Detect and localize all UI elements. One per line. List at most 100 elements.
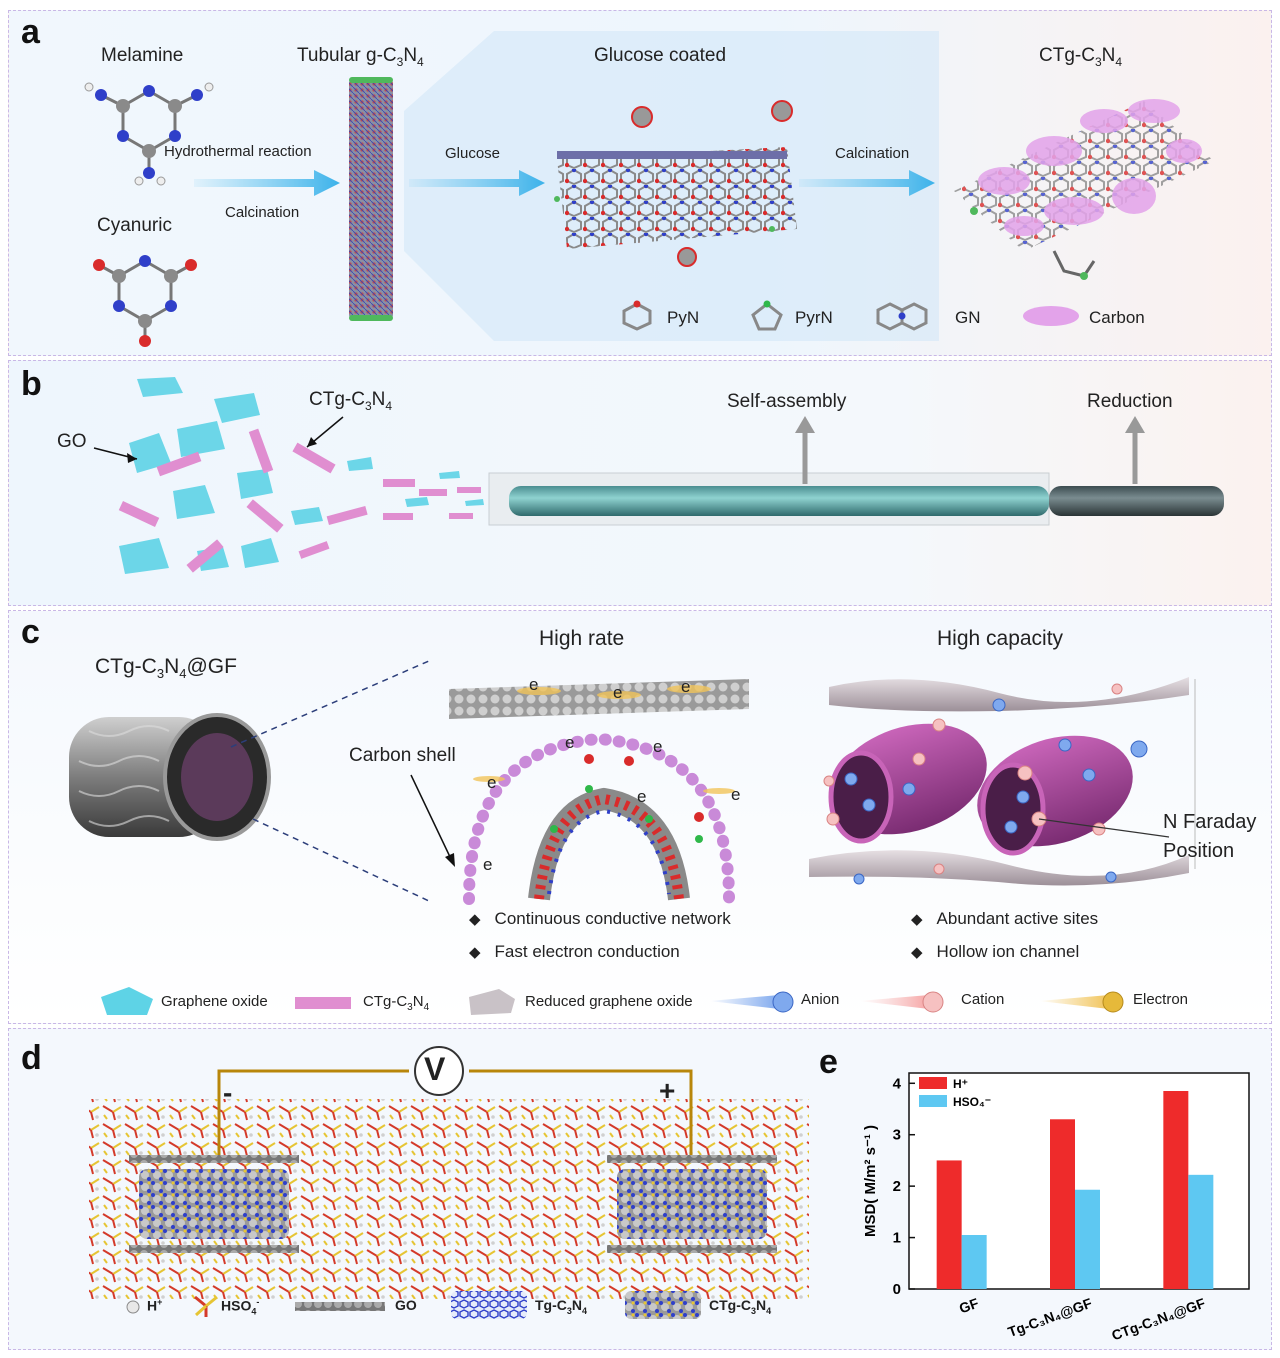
glucose-label: Glucose: [445, 145, 501, 162]
melamine-label: Melamine: [101, 45, 184, 66]
carbon-shell-arrow: [410, 774, 455, 867]
legend-h-swatch: [919, 1077, 947, 1089]
x-tick-label: Tg-C₃N₄@GF: [1006, 1295, 1095, 1340]
y-tick-label: 4: [893, 1075, 902, 1092]
legend-pyrn: PyrN: [795, 308, 833, 327]
voltmeter-label: V: [424, 1051, 446, 1087]
carbon-shell-label: Carbon shell: [349, 745, 456, 766]
y-tick-label: 0: [893, 1281, 901, 1298]
bullet-continuous-network: Continuous conductive network: [469, 909, 731, 929]
panel-d-label: d: [21, 1039, 42, 1077]
electron-label-2: e: [613, 683, 623, 702]
electron-label-1: e: [529, 675, 539, 694]
bar-hso4-0: [961, 1235, 987, 1289]
legend-ctg-c3n4: CTg-C3N4: [363, 993, 430, 1013]
pyn-icon: [622, 300, 652, 331]
x-tick-label: GF: [957, 1295, 981, 1317]
panel-a: a Melamine Cyanuric Hydrothermal reactio…: [8, 10, 1272, 356]
ctg-c3n4-icon: [625, 1291, 701, 1319]
plus-terminal: +: [659, 1075, 676, 1106]
arrow-3: [799, 170, 935, 196]
cyanuric-molecule-icon: [93, 255, 197, 347]
panel-d-e: d e: [8, 1028, 1272, 1350]
carbon-icon: [1023, 306, 1079, 326]
electron-label-7: e: [637, 787, 647, 806]
legend-go: GO: [395, 1297, 417, 1313]
h-ion-icon: [126, 1300, 140, 1314]
legend-pyn: PyN: [667, 308, 700, 327]
position-label: Position: [1163, 840, 1235, 862]
legend-h-text: H⁺: [953, 1077, 968, 1091]
panel-c-label: c: [21, 613, 40, 651]
high-capacity-illustration: [809, 677, 1196, 886]
electron-label-8: e: [731, 785, 741, 804]
melamine-molecule-icon: [84, 82, 214, 186]
legend-h-ion: H+: [147, 1297, 163, 1314]
md-simulation-box: [89, 1046, 809, 1299]
bullet-hollow-channel: Hollow ion channel: [911, 942, 1080, 962]
legend-gn: GN: [955, 308, 981, 327]
cyanuric-label: Cyanuric: [97, 215, 172, 236]
tubular-title: Tubular g-C3N4: [297, 45, 424, 69]
ctg-c3n4-label-b: CTg-C3N4: [309, 389, 393, 413]
tg-c3n4-icon: [451, 1291, 527, 1319]
self-assembly-scene: [93, 377, 1224, 574]
ctg-c3n4-title: CTg-C3N4: [1039, 45, 1123, 69]
self-assembly-label: Self-assembly: [727, 391, 847, 412]
bar-hso4-2: [1188, 1174, 1214, 1289]
hso4-icon: [194, 1295, 218, 1317]
electron-icon: [1039, 991, 1124, 1013]
glucose-coated-sheet-icon: [554, 100, 797, 267]
legend-electron: Electron: [1133, 991, 1189, 1008]
calcination-label-1: Calcination: [225, 204, 300, 221]
panel-e-label: e: [819, 1043, 838, 1081]
arrow-2: [409, 170, 545, 196]
legend-cation: Cation: [961, 991, 1005, 1008]
reduction-label: Reduction: [1087, 391, 1173, 412]
x-tick-label: CTg-C₃N₄@GF: [1109, 1295, 1207, 1344]
panel-a-label: a: [21, 13, 40, 51]
calcination-label-2: Calcination: [835, 145, 910, 162]
electron-label-4: e: [565, 733, 575, 752]
legend-graphene-oxide: Graphene oxide: [161, 993, 268, 1010]
go-label: GO: [57, 431, 87, 452]
cation-icon: [859, 991, 944, 1013]
minus-terminal: -: [223, 1077, 233, 1108]
legend-hso4-swatch: [919, 1095, 947, 1107]
bar-hso4-1: [1075, 1189, 1100, 1289]
electron-label-6: e: [487, 773, 497, 792]
bar-h-2: [1163, 1091, 1189, 1289]
ctg-c3n4-sheet-icon: [954, 99, 1214, 280]
hydrothermal-label: Hydrothermal reaction: [164, 143, 312, 160]
legend-anion: Anion: [801, 991, 840, 1008]
arrow-1: [194, 170, 340, 196]
ctg-fiber-scene: [69, 660, 430, 902]
legend-carbon: Carbon: [1089, 308, 1145, 327]
graphene-oxide-icon: [101, 987, 153, 1015]
glucose-coated-title: Glucose coated: [594, 45, 727, 66]
bar-h-0: [936, 1160, 962, 1289]
panel-b-label: b: [21, 365, 42, 403]
legend-ctg-c3n4-d: CTg-C3N4: [709, 1297, 772, 1316]
bar-h-1: [1050, 1119, 1075, 1289]
bullet-active-sites: Abundant active sites: [911, 909, 1099, 929]
ctg-c3n4-gf-title: CTg-C3N4@GF: [95, 655, 237, 682]
n-faraday-label: N Faraday: [1163, 811, 1257, 833]
gn-icon: [876, 302, 928, 331]
bullet-fast-conduction: Fast electron conduction: [469, 942, 680, 962]
panel-c: c CTg-C3N4@GF High rate High capacity: [8, 610, 1272, 1024]
legend-reduced-go: Reduced graphene oxide: [525, 993, 693, 1010]
y-axis-label: MSD( M/m² s⁻¹ ): [862, 1125, 879, 1237]
panel-b: b: [8, 360, 1272, 606]
high-capacity-title: High capacity: [937, 627, 1064, 650]
electron-label-5: e: [653, 737, 663, 756]
pyrn-icon: [751, 300, 783, 331]
reduced-graphene-oxide-icon: [469, 989, 515, 1015]
anion-icon: [709, 991, 794, 1013]
y-tick-label: 2: [893, 1178, 901, 1195]
legend-hso4-text: HSO₄⁻: [953, 1095, 991, 1109]
legend-tg-c3n4: Tg-C3N4: [535, 1297, 588, 1316]
electron-label-9: e: [483, 855, 493, 874]
high-rate-title: High rate: [539, 627, 625, 650]
